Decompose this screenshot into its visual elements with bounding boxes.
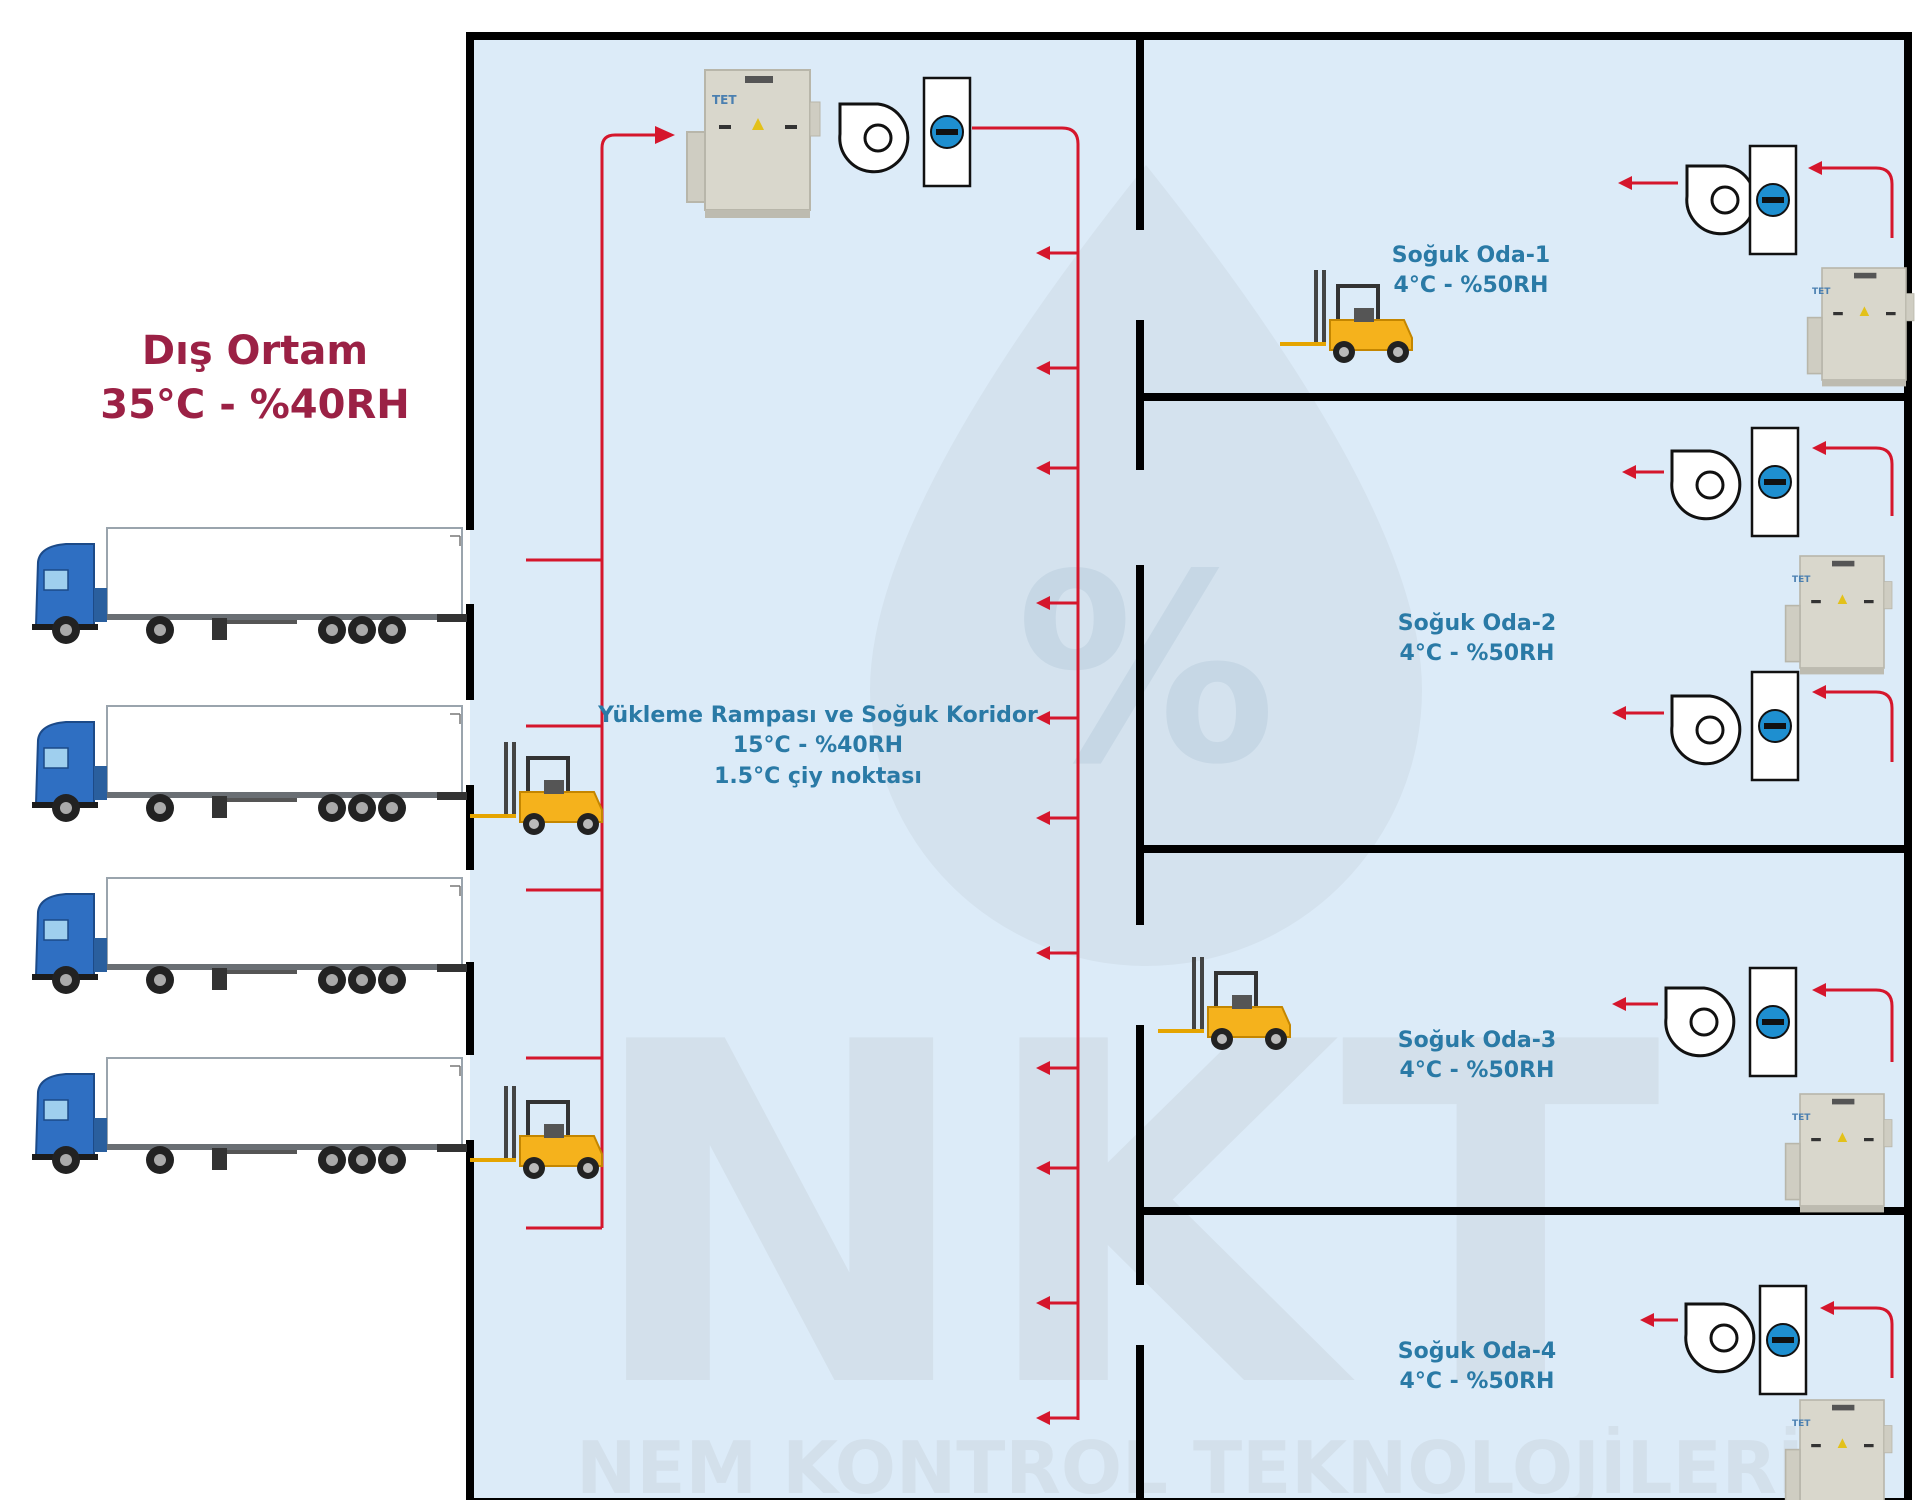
watermark-percent: % xyxy=(1016,520,1277,822)
return-duct-room-3 xyxy=(1820,988,1894,1062)
sensor-panel-corridor xyxy=(922,76,972,188)
return-arrow-room-2b xyxy=(1812,685,1826,699)
room-1-conditions: 4°C - %50RH xyxy=(1394,273,1549,298)
dehumidifier-unit-room-1 xyxy=(1806,267,1915,388)
return-arrow-room-2a xyxy=(1812,441,1826,455)
discharge-arrow-room-3 xyxy=(1612,997,1626,1011)
return-duct-room-1 xyxy=(1816,166,1894,238)
watermark: % NKT NEM KONTROL TEKNOLOJİLERİ xyxy=(576,165,1804,1500)
return-duct-room-4 xyxy=(1828,1306,1894,1378)
room-2-name: Soğuk Oda-2 xyxy=(1398,611,1556,636)
sensor-panel-room-3 xyxy=(1748,966,1798,1078)
room-4-name: Soğuk Oda-4 xyxy=(1398,1339,1556,1364)
brand-label-corridor: TET xyxy=(712,93,737,107)
walls xyxy=(466,32,1912,1500)
return-arrow-room-3 xyxy=(1812,983,1826,997)
corridor-title: Yükleme Rampası ve Soğuk Koridor xyxy=(597,703,1038,728)
discharge-arrow-room-2b xyxy=(1612,706,1626,720)
fan-icon-room-1 xyxy=(1685,164,1757,236)
brand-label-room-1: TET xyxy=(1812,287,1831,297)
sensor-panel-room-2a xyxy=(1750,426,1800,538)
fan-icon-room-4 xyxy=(1684,1302,1756,1374)
dehumidifier-unit-room-3 xyxy=(1784,1093,1893,1214)
room-3-conditions: 4°C - %50RH xyxy=(1400,1058,1555,1083)
sensor-panel-room-2b xyxy=(1750,670,1800,782)
return-duct-room-2a xyxy=(1820,446,1894,516)
sensor-panel-room-4 xyxy=(1758,1284,1808,1396)
corridor-conditions: 15°C - %40RH xyxy=(733,733,903,758)
fan-icon-room-2b xyxy=(1670,694,1742,766)
room-2-conditions: 4°C - %50RH xyxy=(1400,641,1555,666)
dehumidifier-unit-corridor xyxy=(686,69,821,219)
room-1-name: Soğuk Oda-1 xyxy=(1392,243,1550,268)
brand-label-room-2: TET xyxy=(1792,575,1811,585)
brand-label-room-3: TET xyxy=(1792,1113,1811,1123)
return-arrow-room-4 xyxy=(1820,1301,1834,1315)
watermark-logo: NKT xyxy=(583,944,1664,1491)
fan-icon-corridor xyxy=(838,102,910,174)
dehumidifier-unit-room-4 xyxy=(1784,1399,1893,1500)
discharge-arrow-room-4 xyxy=(1640,1313,1654,1327)
truck-icon-3 xyxy=(31,877,468,995)
room-3-name: Soğuk Oda-3 xyxy=(1398,1028,1556,1053)
return-arrow-room-1 xyxy=(1808,161,1822,175)
supply-duct-left xyxy=(526,133,655,1230)
arrow-into-dehumidifier xyxy=(655,126,675,144)
discharge-arrow-room-2a xyxy=(1622,465,1636,479)
room-4-conditions: 4°C - %50RH xyxy=(1400,1369,1555,1394)
watermark-company: NEM KONTROL TEKNOLOJİLERİ xyxy=(576,1426,1804,1500)
outside-conditions: 35°C - %40RH xyxy=(100,382,410,428)
brand-label-room-4: TET xyxy=(1792,1419,1811,1429)
discharge-arrow-room-1 xyxy=(1618,176,1632,190)
truck-icon-2 xyxy=(31,705,468,823)
truck-icon-4 xyxy=(31,1057,468,1175)
truck-icon-1 xyxy=(31,527,468,645)
return-duct-room-2b xyxy=(1820,690,1894,762)
corridor-dew-point: 1.5°C çiy noktası xyxy=(714,764,922,789)
supply-duct-right xyxy=(972,126,1080,1425)
fan-icon-room-2a xyxy=(1670,449,1742,521)
sensor-panel-room-1 xyxy=(1748,144,1798,256)
dehumidifier-unit-room-2 xyxy=(1784,555,1893,676)
fan-icon-room-3 xyxy=(1664,986,1736,1058)
outside-title: Dış Ortam xyxy=(142,328,368,374)
